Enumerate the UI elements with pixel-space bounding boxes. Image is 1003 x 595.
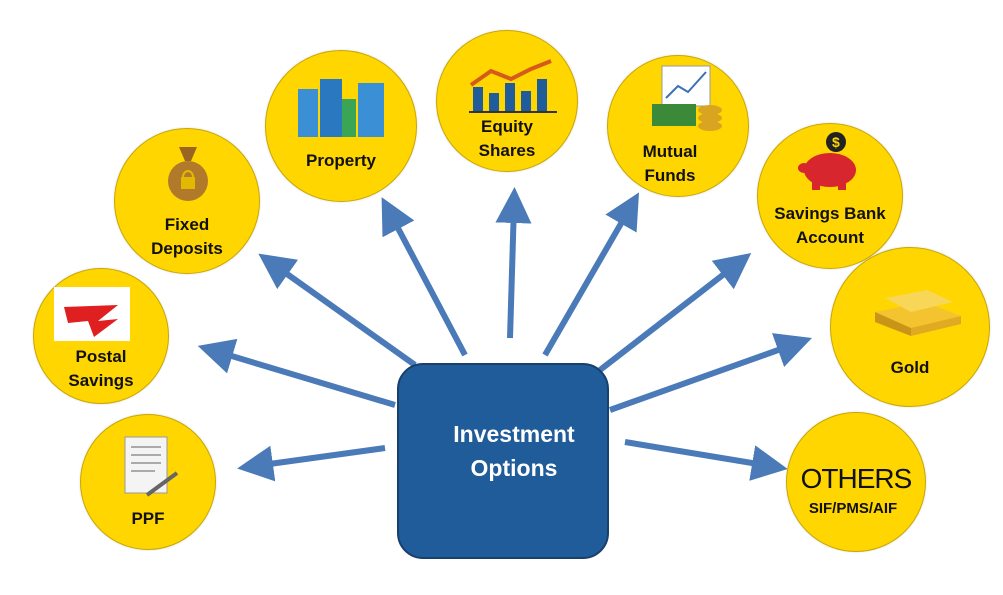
money-chart-icon [652,65,722,131]
piggy-bank-icon: $ [798,132,856,190]
arrow-others [624,439,788,481]
option-ppf[interactable]: PPF [80,414,216,550]
money-bag-lock-icon [168,147,208,201]
document-pen-icon [124,436,179,497]
arrow-ppf [237,445,386,482]
india-post-logo [54,287,130,341]
arrow-mf [542,192,640,357]
option-others-subtitle: SIF/PMS/AIF [808,500,898,517]
option-gold[interactable]: Gold [830,247,990,407]
option-property-label: Property [306,151,376,170]
option-property[interactable]: Property [265,50,417,202]
bar-chart-arrow-icon [469,59,557,113]
arrow-postal [197,338,396,408]
buildings-icon [298,79,384,137]
arrow-equity [495,187,532,339]
arrow-savings [598,252,752,373]
option-ppf-label: PPF [131,509,165,528]
option-others[interactable]: OTHERS SIF/PMS/AIF [786,412,926,552]
option-gold-label: Gold [890,358,930,377]
svg-text:$: $ [832,134,840,150]
arrow-gold [608,333,812,413]
arrow-property [381,197,468,357]
arrow-fd [258,253,417,368]
gold-bars-icon [875,290,961,336]
option-others-title: OTHERS [800,463,913,494]
